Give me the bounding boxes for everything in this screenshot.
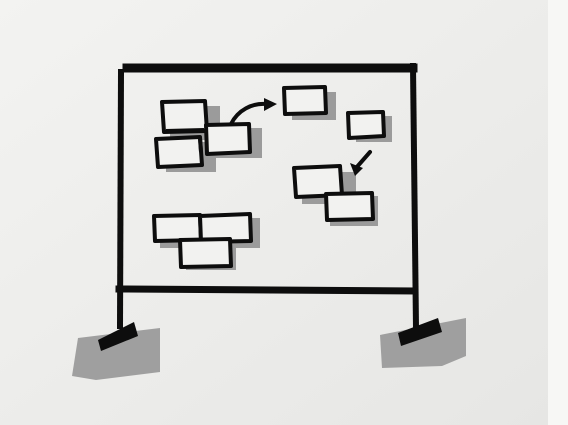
sticky-note: [162, 101, 207, 132]
sticky-note: [284, 87, 326, 114]
board-bottom-edge: [119, 289, 414, 291]
sticky-note: [326, 193, 373, 220]
sticky-note: [156, 137, 202, 167]
sticky-note: [154, 215, 201, 241]
sticky-note: [348, 112, 384, 138]
sticky-note: [180, 239, 231, 267]
paper-edge: [548, 0, 568, 425]
sticky-note: [206, 124, 250, 154]
